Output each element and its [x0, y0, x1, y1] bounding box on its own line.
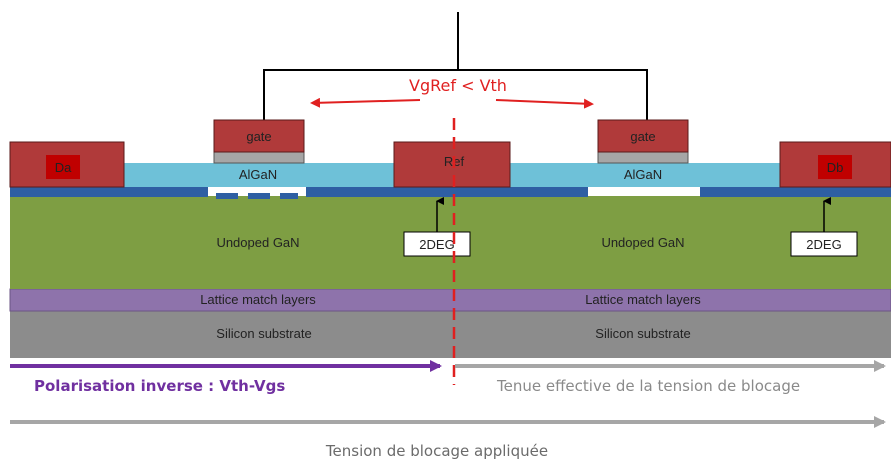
- tension-appliquee-label: Tension de blocage appliquée: [325, 442, 548, 460]
- twodeg-channel: [10, 187, 891, 199]
- algan-label-left: AlGaN: [239, 167, 277, 182]
- drain-b-label: Db: [827, 160, 844, 175]
- twodeg-label-left: 2DEG: [419, 237, 454, 252]
- drain-a-label-box: [46, 155, 80, 179]
- gate-oxide-right: [597, 151, 689, 164]
- gate-label-right: gate: [630, 129, 655, 144]
- gate-electrode-left: [213, 119, 305, 153]
- gate-wiring: [263, 12, 648, 120]
- gate-electrode-right: [597, 119, 689, 153]
- drain-a-label: Da: [55, 160, 72, 175]
- algan-layer-right: [510, 163, 780, 187]
- drain-b-label-box: [818, 155, 852, 179]
- undoped-gan-label-right: Undoped GaN: [601, 235, 684, 250]
- vgref-arrows: [310, 97, 594, 109]
- silicon-label-left: Silicon substrate: [216, 326, 311, 341]
- polarisation-label: Polarisation inverse : Vth-Vgs: [34, 377, 285, 395]
- twodeg-label-right: 2DEG: [806, 237, 841, 252]
- algan-label-right: AlGaN: [624, 167, 662, 182]
- twodeg-callout-left: 2DEG: [403, 197, 471, 257]
- vgref-condition-label: VgRef < Vth: [409, 76, 507, 95]
- lattice-match-layer: [9, 288, 891, 312]
- silicon-substrate-layer: [10, 311, 891, 358]
- twodeg-callout-right: 2DEG: [790, 197, 858, 257]
- algan-layer-left: [124, 163, 394, 187]
- silicon-label-right: Silicon substrate: [595, 326, 690, 341]
- gate-label-left: gate: [246, 129, 271, 144]
- undoped-gan-label-left: Undoped GaN: [216, 235, 299, 250]
- ref-electrode: [393, 141, 511, 188]
- tenue-label: Tenue effective de la tension de blocage: [496, 377, 800, 395]
- gate-oxide-left: [213, 151, 305, 164]
- lattice-label-right: Lattice match layers: [585, 292, 701, 307]
- lattice-label-left: Lattice match layers: [200, 292, 316, 307]
